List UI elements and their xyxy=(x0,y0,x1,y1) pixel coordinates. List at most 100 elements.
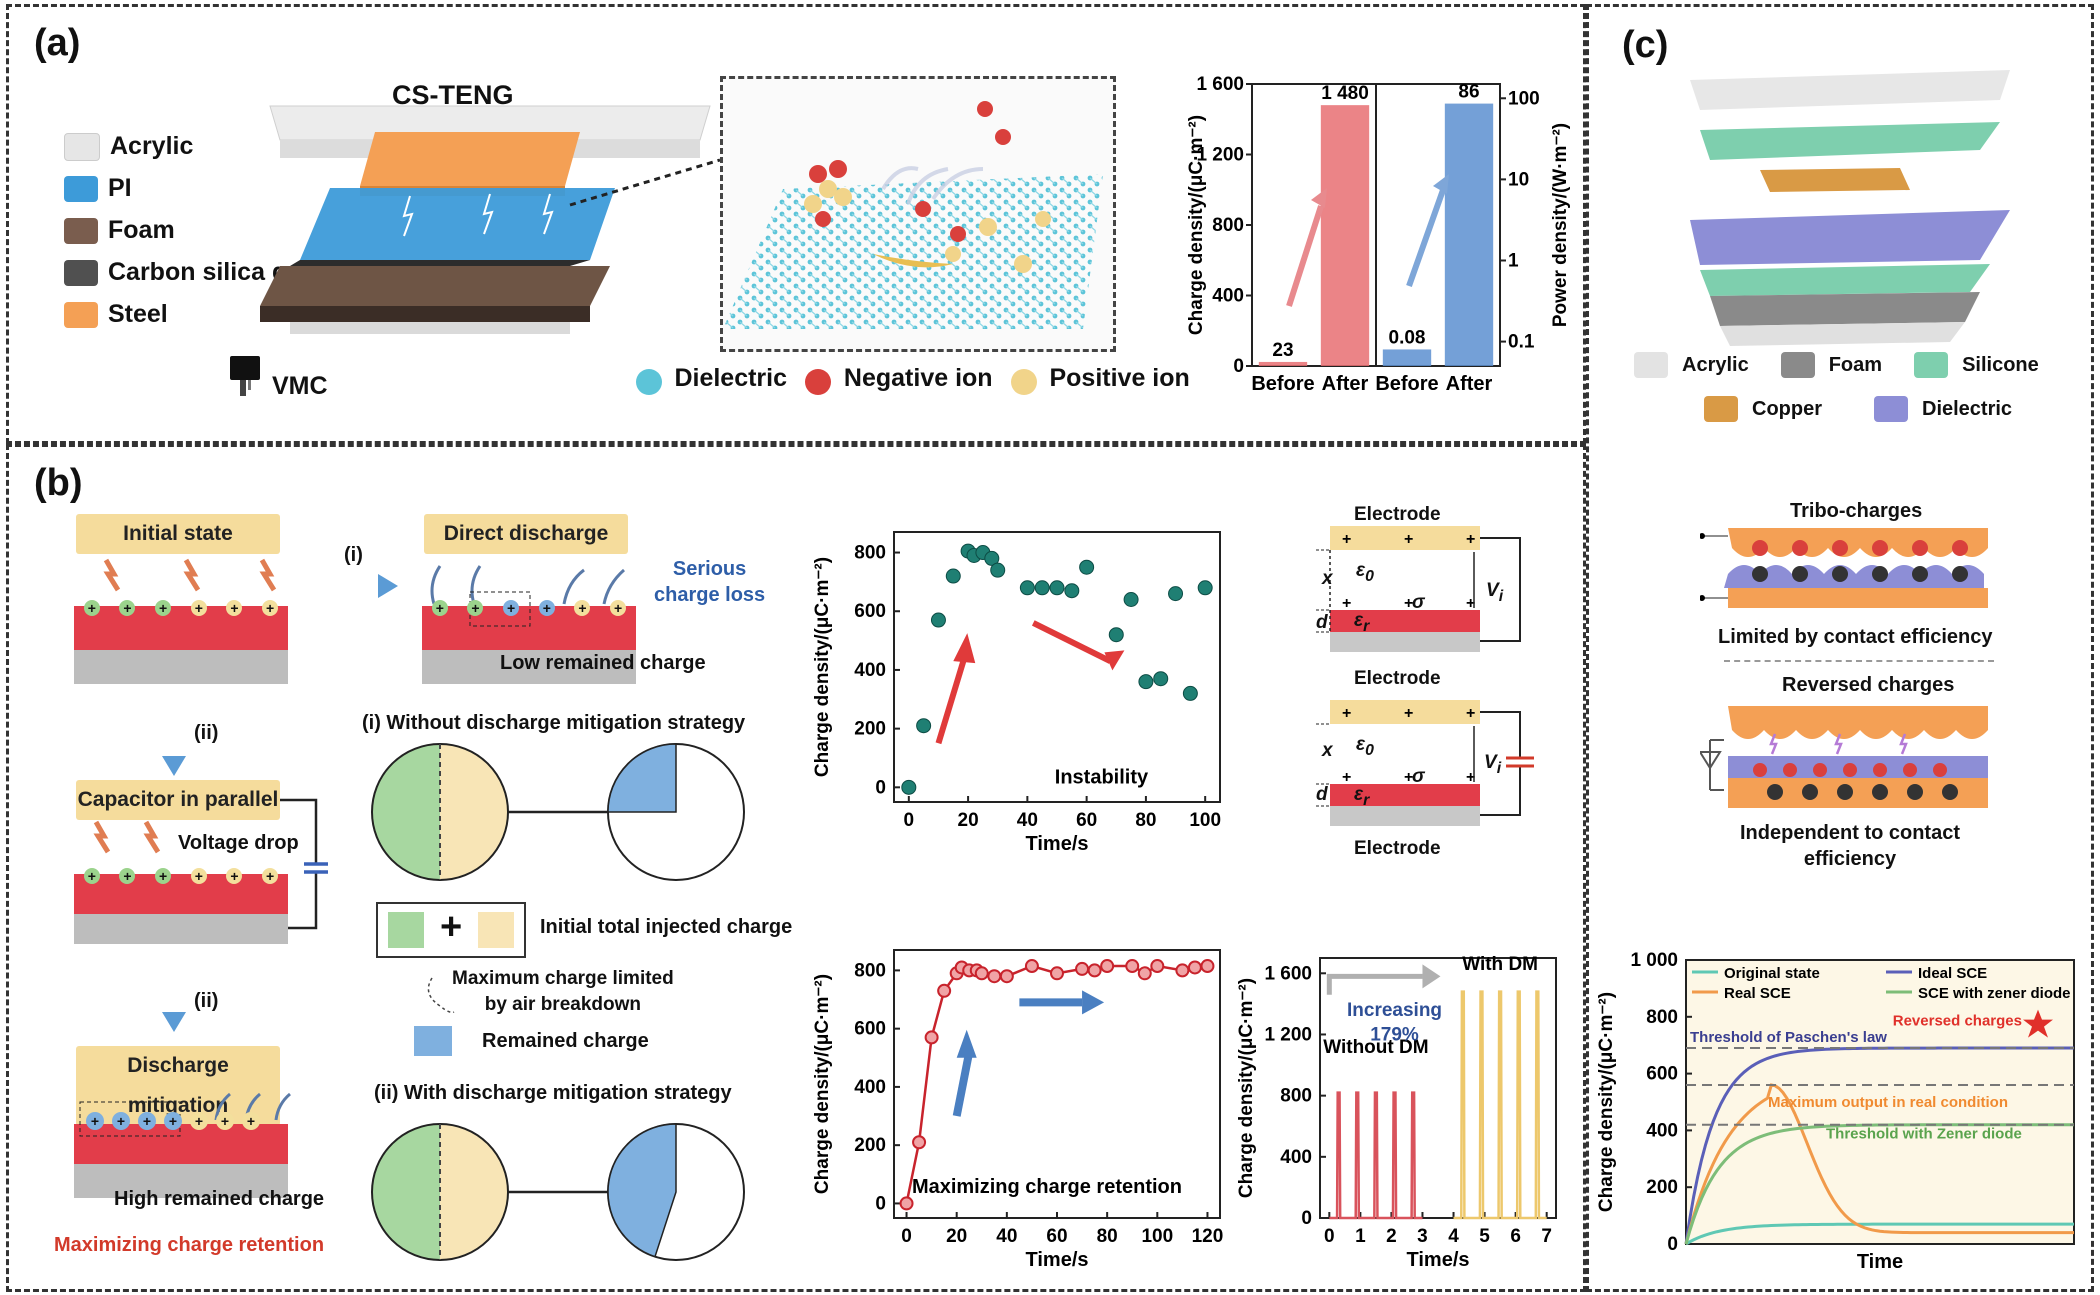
dielectric-swatch xyxy=(1874,396,1908,422)
flat-arrow-head xyxy=(1082,990,1105,1015)
legend-label: Real SCE xyxy=(1724,985,1791,1002)
data-point xyxy=(1187,960,1202,975)
data-point xyxy=(1108,627,1124,643)
increase-arrow-shaft xyxy=(1406,188,1446,288)
increase-arrow-head xyxy=(1311,188,1327,208)
epsilon-letter: ε xyxy=(1354,610,1364,631)
panel-c-label: (c) xyxy=(1622,24,1669,66)
plus-icon: + xyxy=(440,906,463,948)
charge-pie-diagrams xyxy=(371,743,745,1261)
y-axis-label: Charge density/(μC·m⁻²) xyxy=(812,557,833,777)
pie-half-initial xyxy=(440,1124,508,1260)
x-tick-label: 3 xyxy=(1417,1226,1428,1247)
max-charge-limited-text: Maximum charge limited by air breakdown xyxy=(452,968,674,1015)
epsilon0-symbol: ε0 xyxy=(1356,734,1374,760)
positive-charge-icon: + xyxy=(610,600,627,616)
data-point xyxy=(1182,685,1198,701)
panel-b-label: (b) xyxy=(34,462,83,504)
x-tick-label: 100 xyxy=(1189,810,1221,831)
rise-arrow-shaft xyxy=(935,654,968,745)
y-tick-label: 0 xyxy=(1233,356,1244,377)
y-tick-label: 1 600 xyxy=(1196,74,1244,95)
ion-zoom-inset xyxy=(720,76,1116,352)
positive-charge-icon: + xyxy=(574,600,591,616)
ion-legend: Dielectric Negative ion Positive ion xyxy=(636,364,1196,395)
y-tick-label: 600 xyxy=(854,601,886,622)
rise-arrow-head xyxy=(953,633,976,664)
y2-axis-label: Power density/(W·m⁻²) xyxy=(1550,123,1571,327)
rise-arrow-head xyxy=(956,1029,977,1058)
svg-text:+: + xyxy=(1404,705,1413,722)
positive-charge-icon: + xyxy=(226,600,243,616)
bar xyxy=(1320,105,1370,367)
data-point xyxy=(945,568,961,584)
material-legend: Acrylic Foam Silicone Copper Dielectric xyxy=(1634,352,2084,422)
x-tick-label: 7 xyxy=(1541,1226,1552,1247)
increase-arrow-head xyxy=(1422,964,1441,989)
y-tick-label: 400 xyxy=(854,1077,886,1098)
x-tick-label: 6 xyxy=(1510,1226,1521,1247)
annotation-text: Increasing xyxy=(1347,1000,1442,1021)
pulse-series-line xyxy=(1453,990,1547,1220)
y-axis-label: Charge density/(μC·m⁻²) xyxy=(1596,992,1617,1212)
arrow-right-icon xyxy=(322,574,398,598)
star-icon xyxy=(2023,1009,2053,1038)
legend-label: Foam xyxy=(108,216,175,244)
bar-value-label: 1 480 xyxy=(1321,83,1369,104)
remained-charge-legend-text: Remained charge xyxy=(482,1030,649,1052)
epsilon-letter: ε xyxy=(1356,734,1366,755)
y-axis-label: Charge density/(μC·m⁻²) xyxy=(1236,978,1257,1198)
x-category-label: Before xyxy=(1375,373,1438,395)
plot-frame xyxy=(893,531,1221,803)
data-point xyxy=(1123,592,1139,607)
legend-label: Steel xyxy=(108,300,168,328)
legend-label: Copper xyxy=(1752,397,1822,420)
x-axis-label: Time/s xyxy=(1026,1249,1089,1271)
x-tick-label: 1 xyxy=(1355,1226,1366,1247)
epsilon-subscript: 0 xyxy=(1365,741,1374,759)
threshold-label: Maximum output in real condition xyxy=(1768,1094,2008,1111)
panel-a-frame xyxy=(6,4,1586,444)
serious-charge-loss-text: Serious charge loss xyxy=(654,558,766,606)
y-tick-label: 400 xyxy=(1280,1147,1312,1168)
pie-half-initial xyxy=(440,744,508,880)
y-tick-label: 800 xyxy=(1646,1007,1678,1028)
y-tick-label: 400 xyxy=(1212,286,1244,307)
remained-charge-icon: + xyxy=(86,1112,104,1130)
data-point xyxy=(974,966,989,981)
carbon-silica-gel-swatch xyxy=(64,260,98,287)
data-point xyxy=(990,562,1006,578)
divider-line xyxy=(1724,660,1994,662)
thickness-d-symbol: d xyxy=(1316,784,1328,805)
y-tick-label: 800 xyxy=(1212,215,1244,236)
data-point xyxy=(899,1196,914,1211)
callout-line xyxy=(427,977,455,1014)
legend-label: Acrylic xyxy=(1682,353,1749,376)
panel-b-frame xyxy=(6,444,1586,1292)
x-tick-label: 5 xyxy=(1479,1226,1490,1247)
maximizing-retention-label: Maximizing charge retention xyxy=(54,1234,325,1256)
positive-charge-icon: + xyxy=(190,1112,208,1130)
reversed-charges-illustration xyxy=(1700,706,1988,808)
initial-state-box: Initial state xyxy=(76,514,280,554)
x-tick-label: 20 xyxy=(958,810,979,831)
annotation-text: Maximizing charge retention xyxy=(912,1176,1182,1198)
x-category-label: After xyxy=(1446,373,1493,395)
electrode-bottom-label: Electrode xyxy=(1354,668,1441,689)
data-point xyxy=(1024,959,1039,974)
initial-charge-row: + + + + + + xyxy=(74,600,288,616)
data-point xyxy=(987,969,1002,984)
positive-charge-icon: + xyxy=(262,868,279,884)
epsilon-subscript: 0 xyxy=(1365,567,1374,585)
y-tick-label: 1 200 xyxy=(1264,1024,1312,1045)
plot-frame xyxy=(1319,957,1557,1219)
data-point xyxy=(1197,580,1213,596)
acrylic-swatch xyxy=(64,133,100,162)
x-tick-label: 0 xyxy=(901,1226,912,1247)
data-point xyxy=(924,1030,939,1045)
svg-text:+: + xyxy=(1342,769,1351,786)
data-point xyxy=(916,718,932,734)
voltage-symbol: Vi xyxy=(1486,580,1503,606)
